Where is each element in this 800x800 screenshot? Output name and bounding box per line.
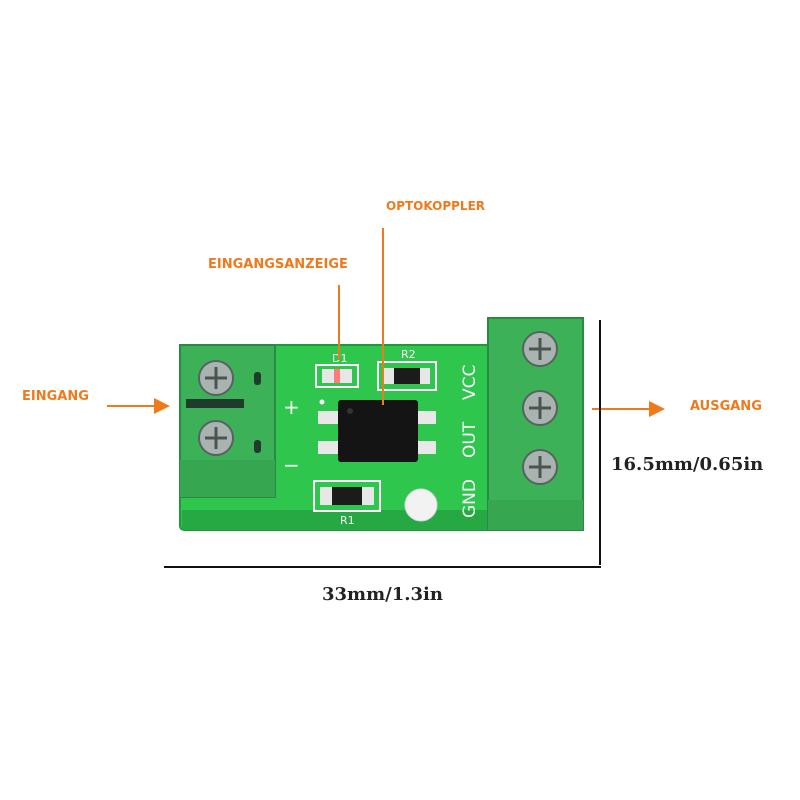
screw-icon[interactable] (198, 360, 234, 396)
dimension-height: 16.5mm/0.65in (599, 320, 763, 565)
silk-minus: − (283, 453, 300, 477)
dimension-width-label: 33mm/1.3in (322, 584, 443, 605)
input-terminal-block (179, 344, 276, 498)
via-dot (319, 399, 325, 405)
callout-optocoupler-label: OPTOKOPPLER (386, 199, 485, 213)
silk-r2: R2 (401, 348, 416, 361)
resistor-r1 (313, 480, 381, 512)
led-d1 (315, 364, 359, 388)
callout-output-label: AUSGANG (690, 399, 762, 414)
mounting-hole (404, 488, 438, 522)
optocoupler-chip (318, 400, 436, 462)
callout-output: AUSGANG (592, 399, 762, 417)
screw-icon[interactable] (198, 420, 234, 456)
callout-indicator: EINGANGSANZEIGE (208, 257, 348, 360)
callout-indicator-label: EINGANGSANZEIGE (208, 257, 348, 272)
screw-icon[interactable] (522, 449, 558, 485)
resistor-r2 (377, 361, 437, 391)
silk-vcc: VCC (460, 365, 480, 400)
silk-r1: R1 (340, 514, 355, 527)
callout-optocoupler: OPTOKOPPLER (382, 199, 485, 405)
callout-input: EINGANG (22, 389, 170, 414)
output-terminal-block (487, 317, 584, 531)
callout-input-label: EINGANG (22, 389, 89, 404)
screw-icon[interactable] (522, 331, 558, 367)
silk-out: OUT (460, 421, 480, 458)
dimension-width: 33mm/1.3in (164, 566, 601, 605)
screw-icon[interactable] (522, 390, 558, 426)
silk-gnd: GND (460, 479, 480, 518)
silk-plus: + (283, 395, 300, 419)
dimension-height-label: 16.5mm/0.65in (611, 454, 763, 475)
